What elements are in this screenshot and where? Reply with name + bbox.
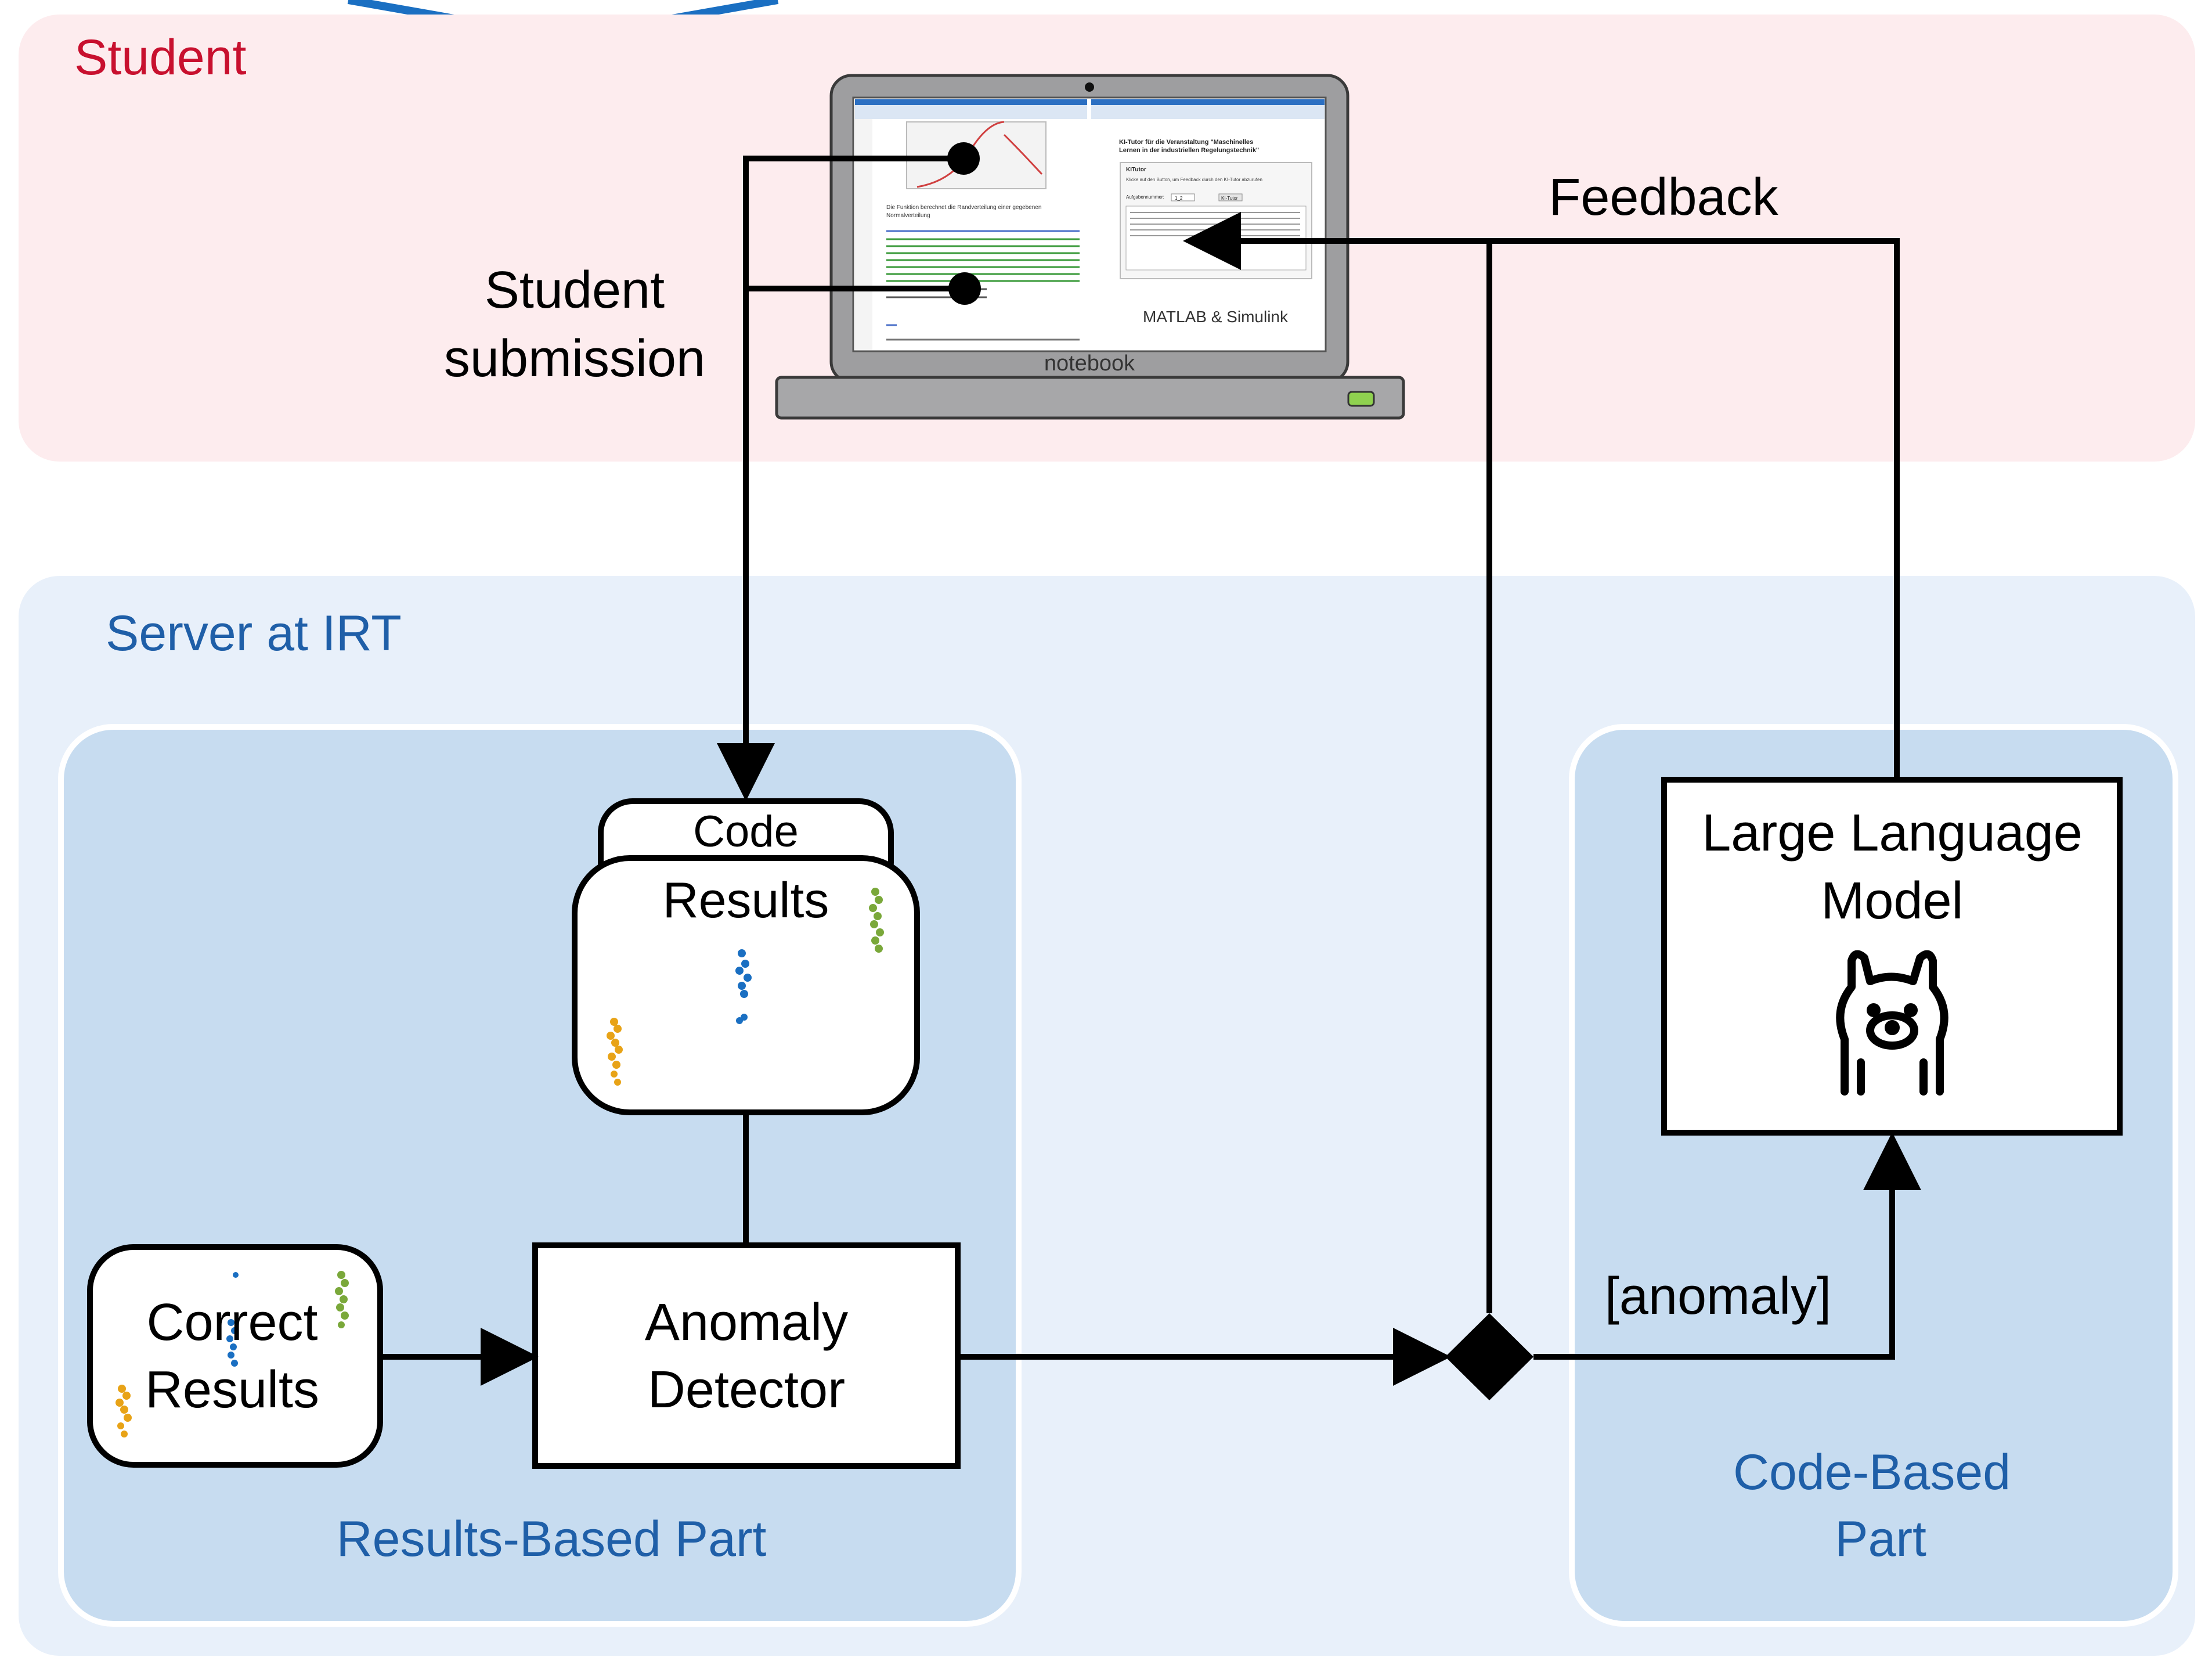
server-zone-label: Server at IRT: [106, 606, 402, 661]
llm-box: [1661, 777, 2123, 1136]
matlab-editor-titlebar: [855, 99, 1087, 105]
kitutor-field[interactable]: [1171, 193, 1195, 201]
results-blue-points: [735, 949, 752, 1024]
kitutor-titlebar: [1091, 99, 1325, 105]
results-green-points: [869, 888, 884, 953]
correct-results-label-1: Correct: [146, 1294, 317, 1352]
code-results-node: Code Results: [572, 798, 920, 1115]
kitutor-field-value: 1_2: [1175, 196, 1183, 201]
code-tab-label: Code: [693, 807, 799, 856]
kitutor-button[interactable]: [1218, 193, 1243, 201]
kitutor-field-label: Aufgabennummer:: [1126, 194, 1164, 200]
results-card-label: Results: [663, 873, 829, 928]
code-based-part-label-2: Part: [1835, 1511, 1926, 1567]
llm-label-1: Large Language: [1702, 804, 2083, 862]
editor-text-line-1: Die Funktion berechnet die Randverteilun…: [886, 204, 1041, 211]
llm-to-feedback-line: [1183, 212, 1900, 780]
editor-text-line-2: Normalverteilung: [886, 212, 930, 219]
correct-green-points: [335, 1271, 349, 1328]
correct-results-card: [87, 1244, 383, 1468]
kitutor-footer: MATLAB & Simulink: [1143, 308, 1289, 326]
llama-icon: [1836, 950, 1948, 1096]
correct-results-label-2: Results: [145, 1361, 319, 1419]
code-based-part-label-1: Code-Based: [1733, 1444, 2011, 1500]
correct-results-node: Correct Results: [87, 1244, 383, 1468]
correct-orange-points: [116, 1385, 132, 1437]
anomaly-detector-label-2: Detector: [648, 1361, 845, 1419]
laptop-power-led: [1347, 391, 1375, 407]
submission-line-1: [743, 156, 964, 289]
anomaly-detector-label-1: Anomaly: [645, 1294, 848, 1352]
student-submission-label-2: submission: [444, 330, 705, 388]
results-orange-points: [607, 1018, 623, 1086]
laptop-label: notebook: [1044, 351, 1135, 376]
laptop-camera: [1085, 82, 1094, 92]
laptop-base: [775, 376, 1405, 420]
anomaly-detector-box: [532, 1242, 961, 1469]
kitutor-section: KITutor: [1126, 167, 1146, 173]
feedback-label: Feedback: [1549, 168, 1778, 226]
kitutor-button-label: KI-Tutor: [1221, 196, 1238, 201]
editor-plot-curve-2: [1003, 134, 1043, 175]
editor-gutter: [855, 119, 872, 350]
student-submission-label-1: Student: [485, 261, 665, 319]
correct-blue-points: [226, 1272, 239, 1367]
student-zone-label: Student: [74, 30, 247, 85]
laptop: Die Funktion berechnet die Randverteilun…: [775, 74, 1405, 420]
anomaly-branch-line: [1533, 1132, 1921, 1360]
results-based-part-label: Results-Based Part: [337, 1511, 767, 1567]
kitutor-hint: Klicke auf den Button, um Feedback durch…: [1126, 177, 1262, 182]
anomaly-guard-label: [anomaly]: [1605, 1267, 1831, 1325]
llm-label-2: Model: [1821, 872, 1963, 930]
kitutor-title-1: KI-Tutor für die Veranstaltung "Maschine…: [1119, 139, 1253, 146]
decision-diamond: [1445, 1313, 1533, 1400]
kitutor-title-2: Lernen in der industriellen Regelungstec…: [1119, 147, 1259, 154]
